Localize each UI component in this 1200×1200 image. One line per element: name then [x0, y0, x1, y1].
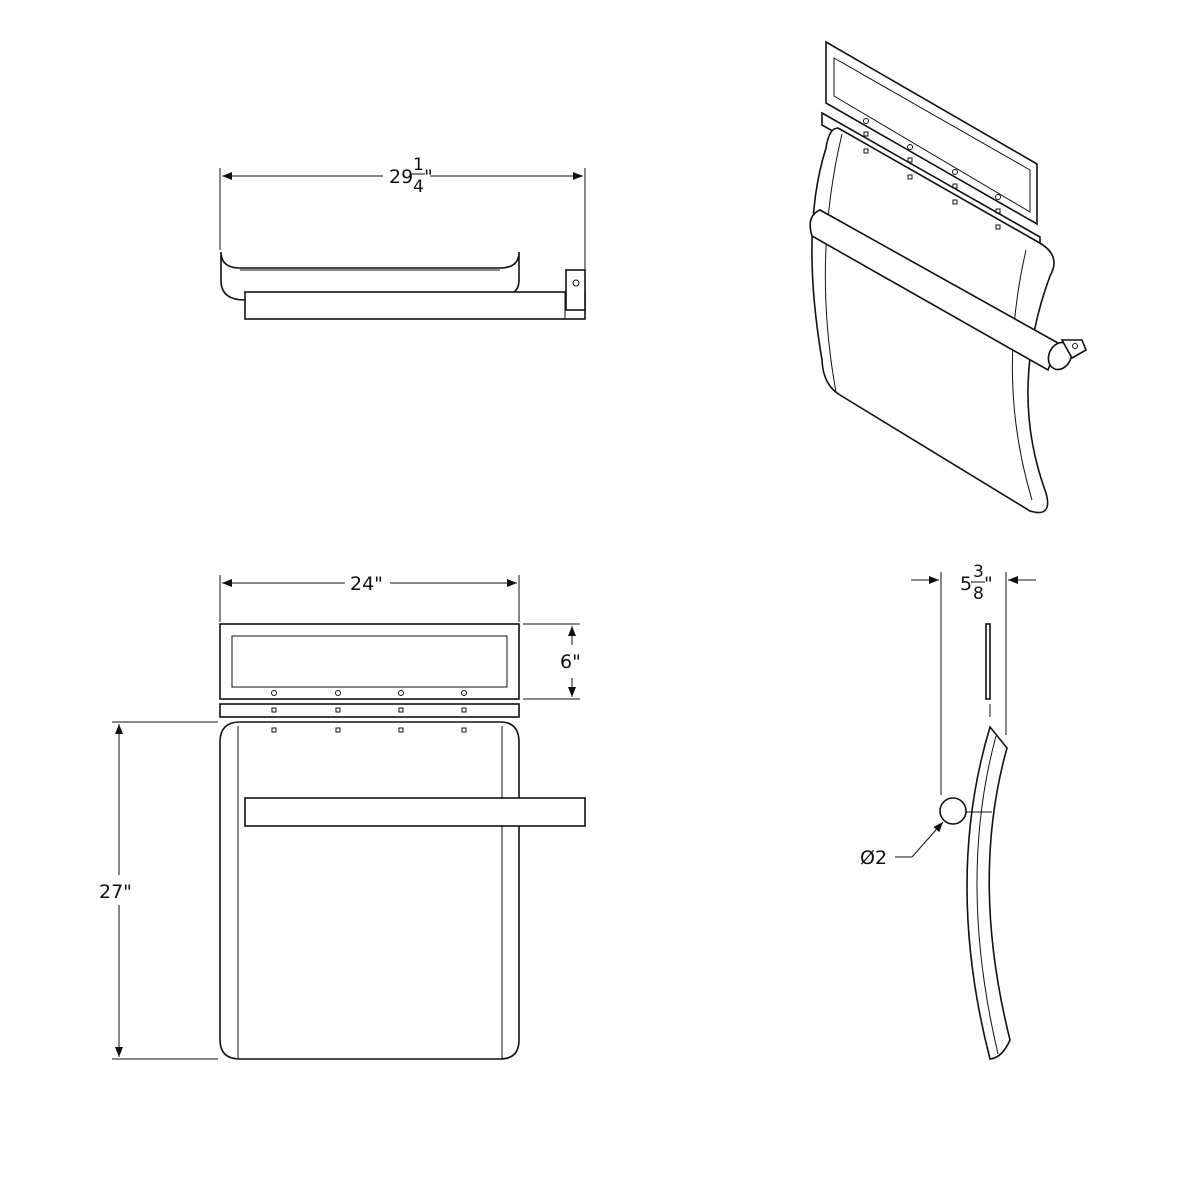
top-view: 29 1 4 "	[219, 155, 586, 320]
top-width-whole: 29	[389, 166, 413, 188]
side-depth-denominator: 8	[973, 584, 984, 604]
top-width-dimension: 29 1 4 "	[219, 155, 586, 290]
header-height-dimension: 6"	[523, 623, 581, 700]
front-towel-bar	[244, 797, 586, 827]
side-view: 5 3 8 " Ø2	[860, 562, 1036, 1060]
front-width-dimension: 24"	[219, 573, 520, 622]
top-width-numerator: 1	[413, 155, 424, 175]
side-bar-section	[939, 797, 967, 825]
top-bracket-hole	[572, 279, 580, 287]
front-holes	[271, 690, 467, 733]
side-header-plate	[985, 623, 991, 700]
header-height-label: 6"	[560, 651, 581, 673]
front-mounting-rail	[219, 703, 520, 718]
iso-header-plate	[825, 40, 1038, 226]
iso-holes	[863, 118, 1001, 230]
top-bar	[244, 291, 586, 320]
side-depth-unit: "	[984, 573, 993, 595]
iso-bracket	[1060, 339, 1088, 360]
side-depth-numerator: 3	[973, 562, 984, 582]
front-header-plate	[219, 623, 520, 700]
side-depth-whole: 5	[960, 573, 972, 595]
diameter-label: Ø2	[860, 847, 887, 869]
side-panel	[966, 725, 1011, 1060]
side-depth-dimension: 5 3 8 "	[911, 562, 1036, 795]
panel-height-dimension: 27"	[99, 721, 218, 1060]
front-view: 24" 6"	[99, 573, 586, 1060]
iso-towel-bar	[809, 209, 1059, 372]
top-bracket	[565, 269, 586, 311]
front-panel	[219, 721, 520, 1060]
iso-curved-panel	[811, 127, 1055, 514]
top-panel-shape	[220, 251, 520, 301]
diameter-callout: Ø2	[860, 821, 944, 869]
panel-height-label: 27"	[99, 881, 132, 903]
top-width-unit: "	[424, 166, 433, 188]
isometric-view	[809, 40, 1088, 514]
top-width-denominator: 4	[413, 177, 424, 197]
front-width-label: 24"	[350, 573, 383, 595]
